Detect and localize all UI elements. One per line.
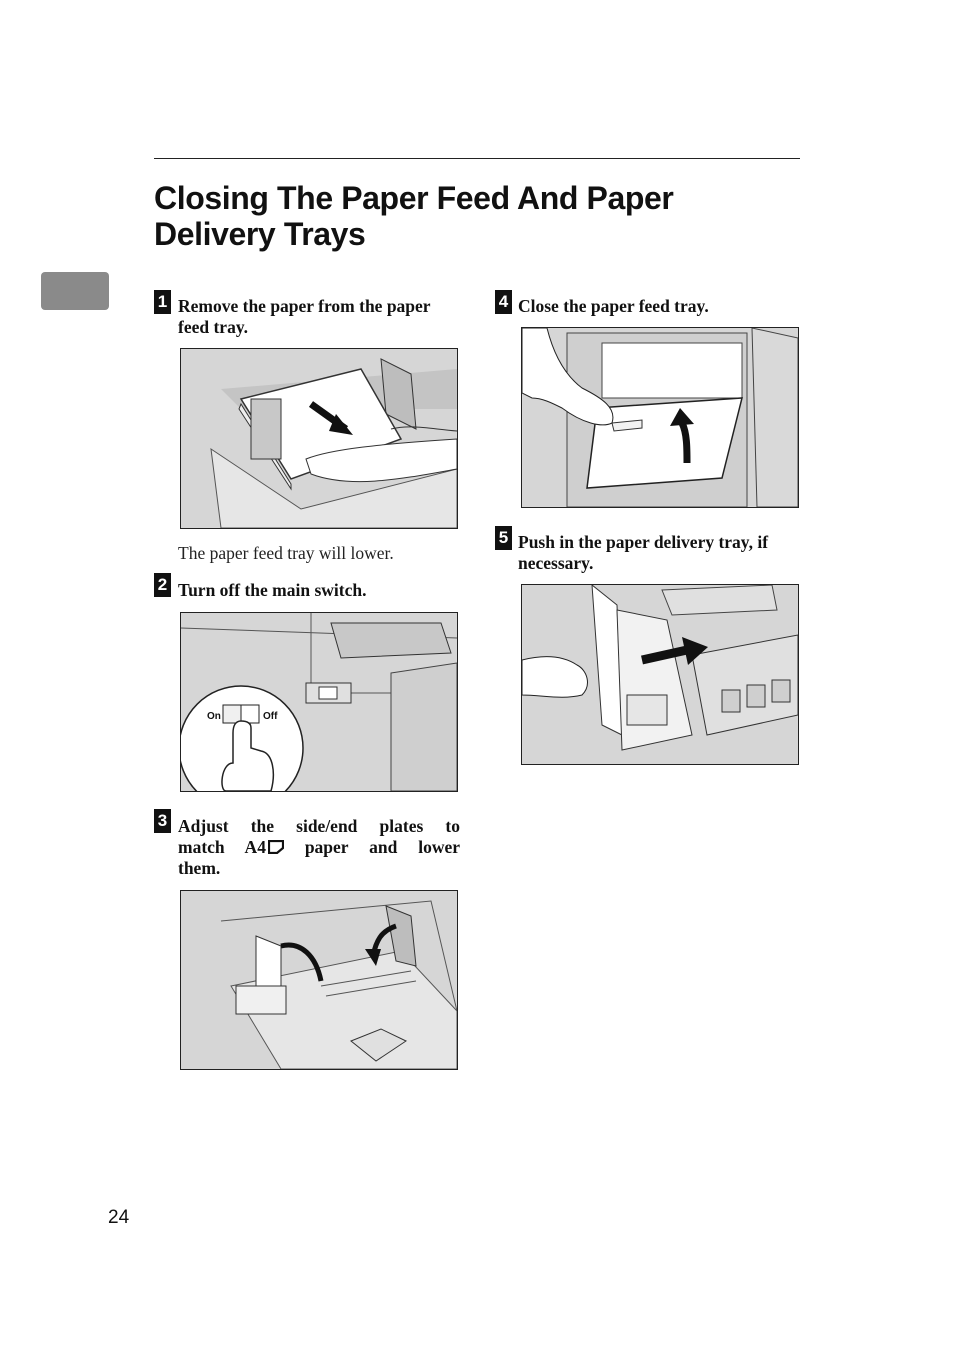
step-1-note: The paper feed tray will lower.: [178, 543, 394, 563]
step-1-text: Remove the paper from the paper feed tra…: [178, 296, 431, 337]
chapter-tab: [41, 272, 109, 310]
remove-paper-illustration: [180, 348, 458, 529]
adjust-plates-illustration: [180, 890, 458, 1070]
step-5-text: Push in the paper delivery tray, if nece…: [518, 532, 769, 573]
step-number-1: 1: [154, 290, 171, 314]
paper-orientation-icon: [267, 838, 285, 855]
close-tray-illustration: [521, 327, 799, 508]
main-switch-illustration: On Off: [180, 612, 458, 792]
step-3-line-1: Adjust the side/end plates to: [178, 816, 460, 836]
step-3-line-3: them.: [178, 858, 221, 878]
step-3-text: Adjust the side/end plates to: [178, 816, 460, 837]
step-3-text-line-2: match A4 paper and lower: [178, 837, 460, 858]
step-2-text: Turn off the main switch.: [178, 580, 367, 600]
step-3-line-2a: match A4: [178, 837, 266, 857]
step-number-5: 5: [495, 526, 512, 550]
switch-on-label: On: [207, 711, 221, 722]
push-delivery-tray-illustration: [521, 584, 799, 765]
header-rule: [154, 158, 800, 159]
step-number-2: 2: [154, 573, 171, 597]
step-4-text: Close the paper feed tray.: [518, 296, 709, 316]
step-number-4: 4: [495, 290, 512, 314]
switch-off-label: Off: [263, 711, 278, 722]
page-number: 24: [108, 1207, 130, 1228]
step-3-line-2b: paper and lower: [283, 837, 461, 857]
page-title: Closing The Paper Feed And Paper Deliver…: [154, 180, 674, 252]
step-number-3: 3: [154, 809, 171, 833]
